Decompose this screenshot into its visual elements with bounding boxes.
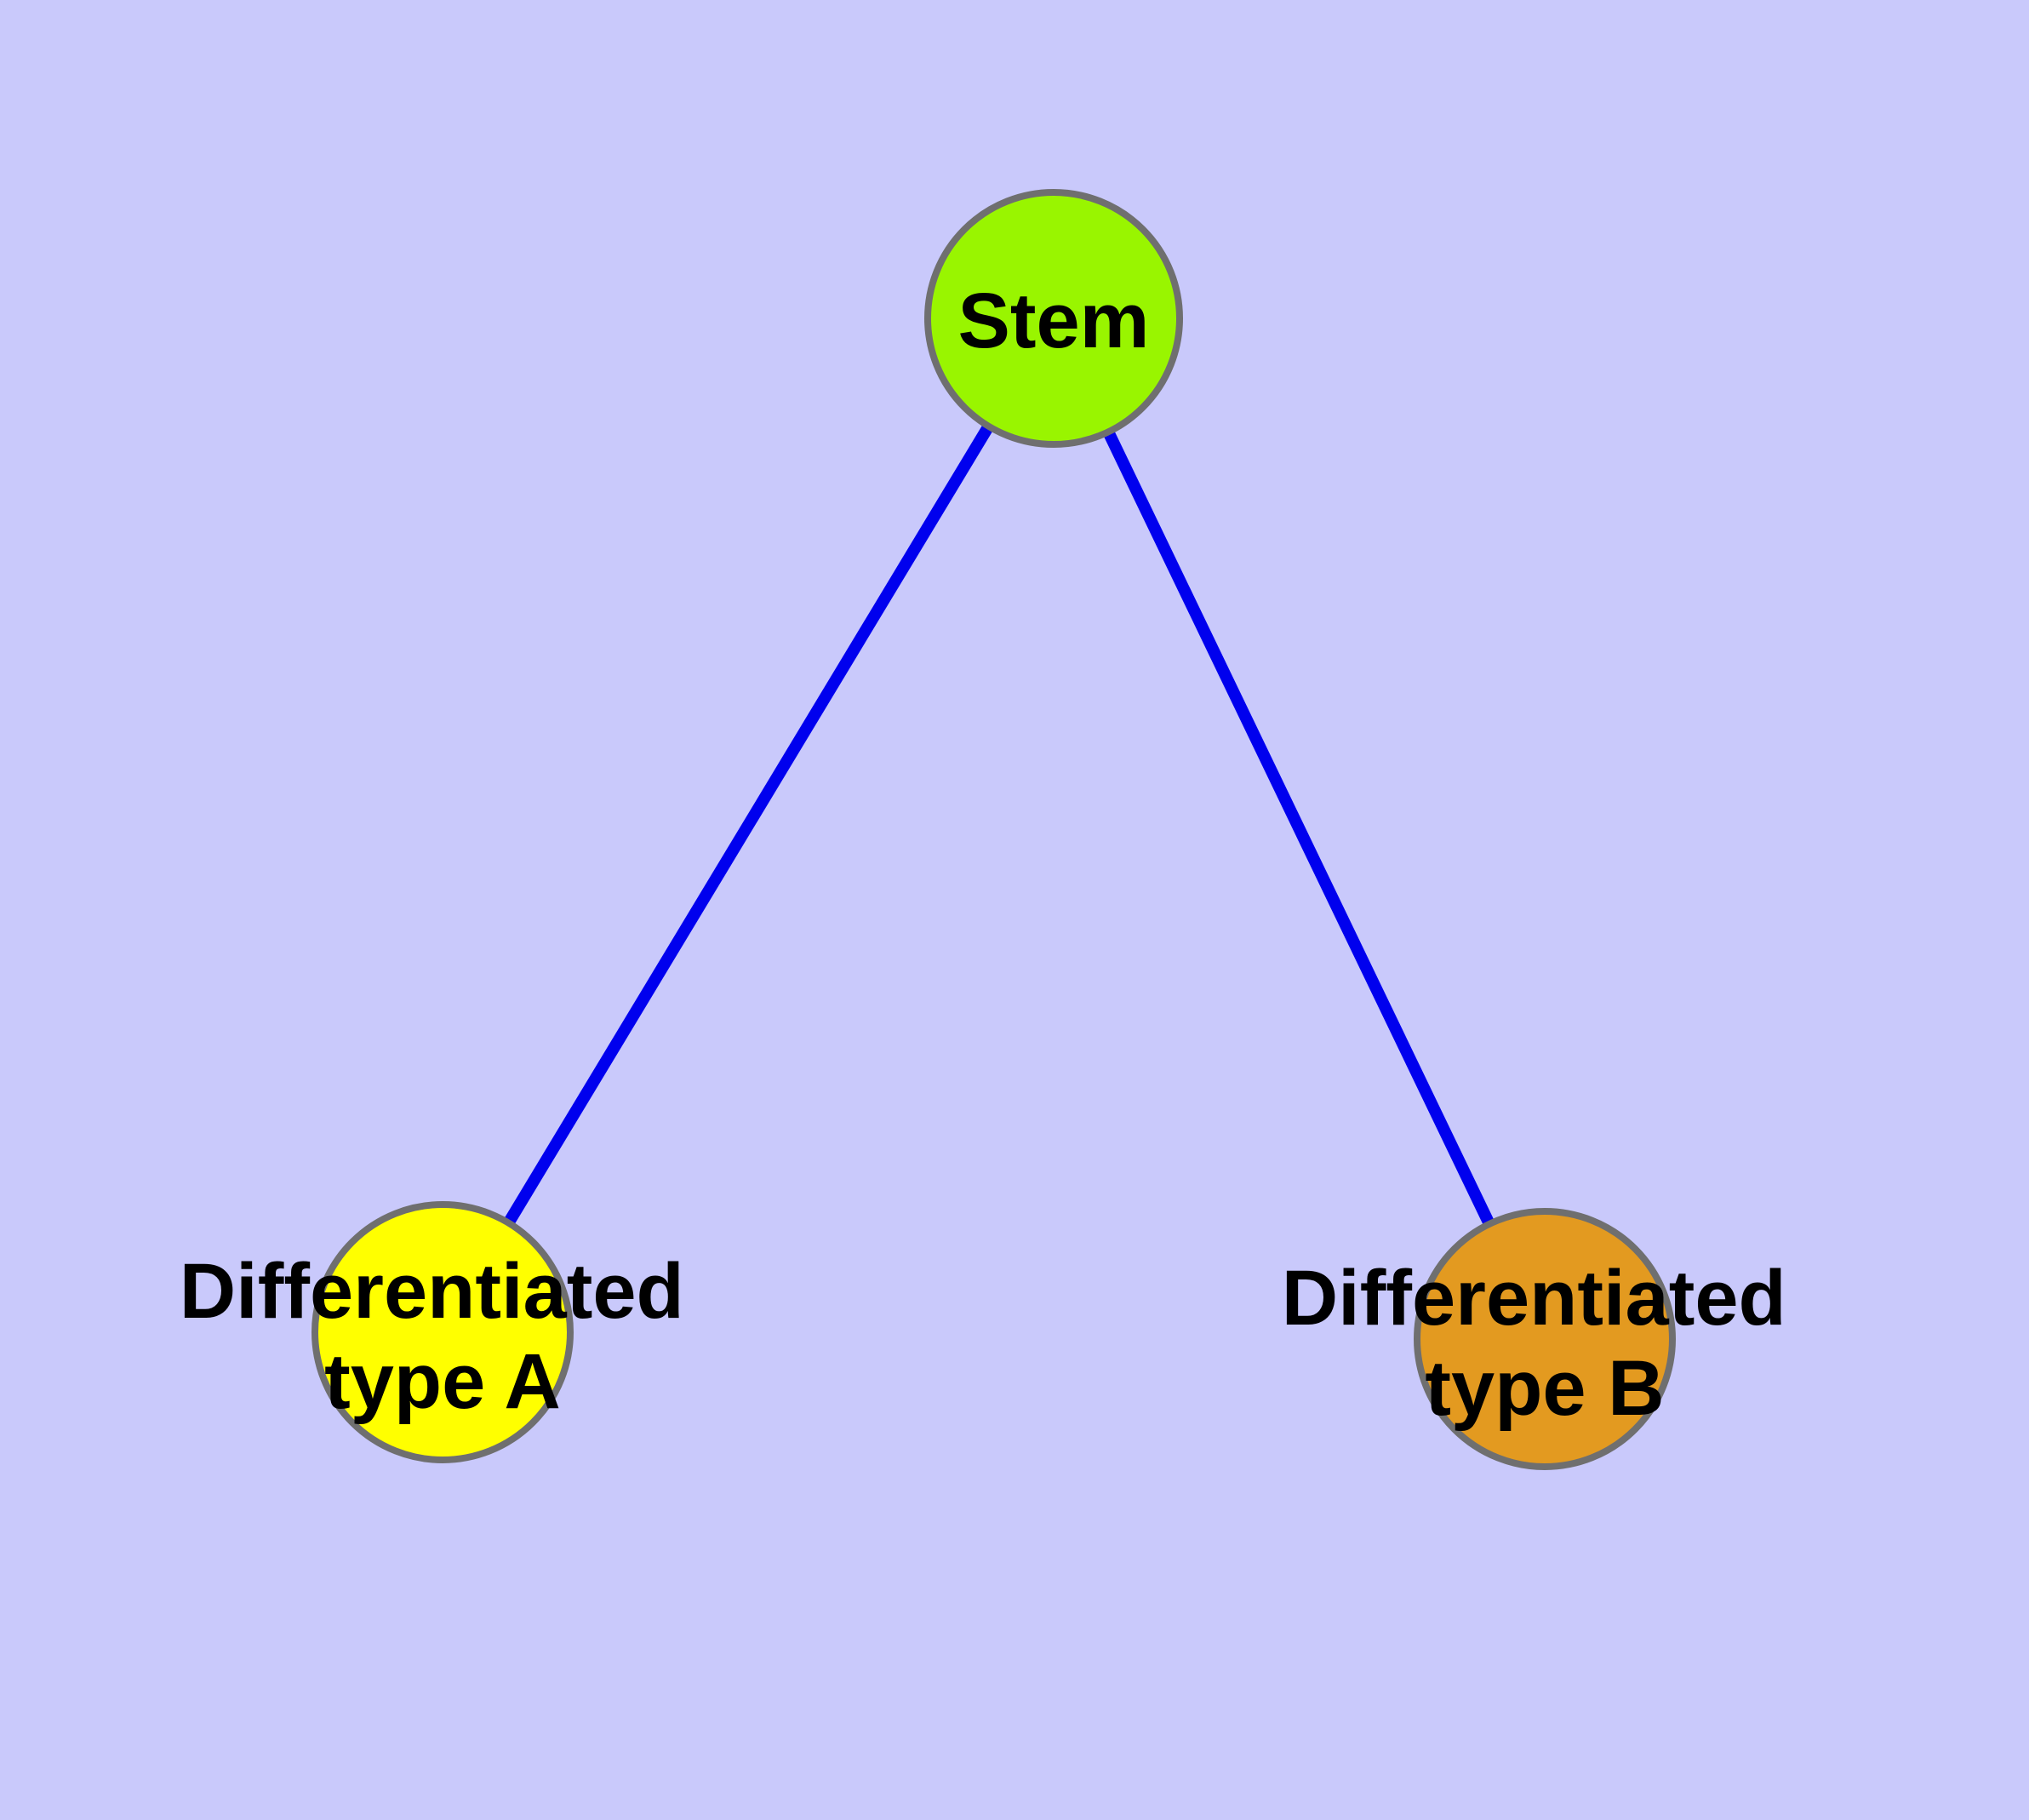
edge-stem-to-differentiated-type-b bbox=[1048, 315, 1551, 1342]
node-stem bbox=[924, 189, 1183, 448]
node-stem-label-line: Stem bbox=[958, 278, 1150, 364]
node-differentiated-type-b-label-line-1: Differentiated bbox=[1282, 1255, 1786, 1342]
node-differentiated-type-a-label-line-1: Differentiated bbox=[180, 1248, 684, 1335]
node-differentiated-type-a bbox=[311, 1201, 574, 1463]
node-differentiated-type-b-label-line-2: type B bbox=[1425, 1345, 1664, 1432]
node-differentiated-type-a-label: Differentiated type A bbox=[180, 1248, 706, 1425]
node-differentiated-type-b bbox=[1414, 1208, 1676, 1470]
node-stem-label: Stem bbox=[958, 278, 1150, 364]
node-differentiated-type-a-label-line-2: type A bbox=[324, 1338, 561, 1425]
node-differentiated-type-b-label: Differentiated type B bbox=[1282, 1255, 1809, 1432]
edge-stem-to-differentiated-type-a bbox=[437, 315, 1059, 1336]
